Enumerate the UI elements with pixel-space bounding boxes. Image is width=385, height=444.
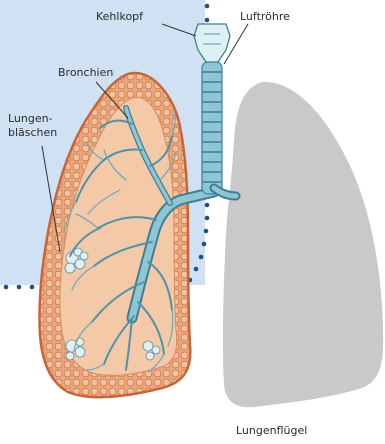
- label-kehlkopf: Kehlkopf: [96, 10, 143, 24]
- right-lung-gray: [223, 82, 383, 407]
- label-lungenfluegel: Lungenflügel: [236, 424, 307, 438]
- trachea: [202, 62, 236, 196]
- label-lungenblaeschen: Lungen- bläschen: [8, 112, 57, 140]
- label-luftroehre: Luftröhre: [240, 10, 290, 24]
- label-bronchien: Bronchien: [58, 66, 113, 80]
